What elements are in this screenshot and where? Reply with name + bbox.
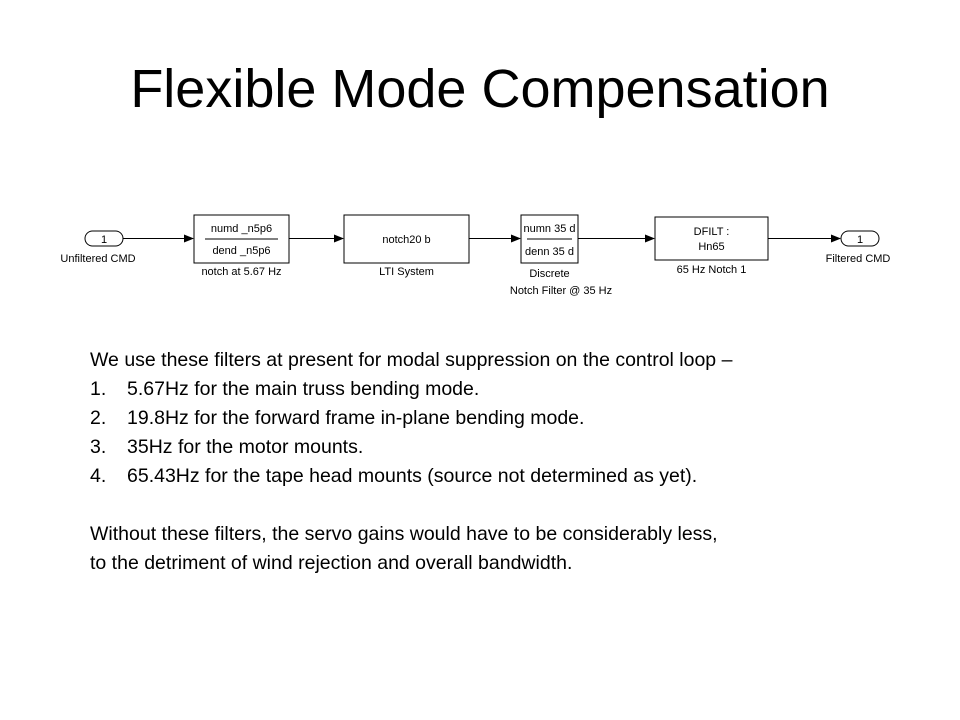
block1-numerator: numd _n5p6 [211,223,272,235]
output-port-label: Filtered CMD [826,253,891,265]
block2-caption: LTI System [379,266,434,278]
block3-caption-line2: Notch Filter @ 35 Hz [510,285,612,297]
list-number: 4. [90,465,107,487]
block3-denominator: denn 35 d [525,246,574,258]
conclusion-line-2: to the detriment of wind rejection and o… [90,552,573,574]
dfilt-block[interactable] [654,216,769,261]
paragraph-spacer [90,491,890,520]
slide-title: Flexible Mode Compensation [130,59,830,119]
body-text: We use these filters at present for moda… [90,346,890,578]
list-number: 3. [90,436,107,458]
block4-line2: Hn65 [698,241,724,253]
list-item: 4. 65.43Hz for the tape head mounts (sour… [90,462,890,491]
list-number: 1. [90,378,107,400]
output-port[interactable] [840,230,880,247]
conclusion-line-1: Without these filters, the servo gains w… [90,523,718,545]
block2-text: notch20 b [382,234,430,246]
list-item-text: 19.8Hz for the forward frame in-plane be… [127,407,585,429]
block3-caption-line1: Discrete [529,268,569,280]
list-item: 3. 35Hz for the motor mounts. [90,433,890,462]
intro-text: We use these filters at present for moda… [90,349,733,371]
block4-caption: 65 Hz Notch 1 [677,264,747,276]
list-item-text: 65.43Hz for the tape head mounts (source… [127,465,698,487]
block3-numerator: numn 35 d [524,223,576,235]
list-item-text: 35Hz for the motor mounts. [127,436,364,458]
output-port-number: 1 [857,234,863,246]
list-item: 2. 19.8Hz for the forward frame in-plane … [90,404,890,433]
block4-line1: DFILT : [694,226,730,238]
block1-denominator: dend _n5p6 [212,245,270,257]
input-port-label: Unfiltered CMD [60,253,135,265]
input-port-number: 1 [101,234,107,246]
list-item: 1. 5.67Hz for the main truss bending mode… [90,375,890,404]
filter-list: 1. 5.67Hz for the main truss bending mode… [90,375,890,491]
list-number: 2. [90,407,107,429]
list-item-text: 5.67Hz for the main truss bending mode. [127,378,480,400]
block1-caption: notch at 5.67 Hz [201,266,281,278]
lti-system-block[interactable] [343,214,470,264]
